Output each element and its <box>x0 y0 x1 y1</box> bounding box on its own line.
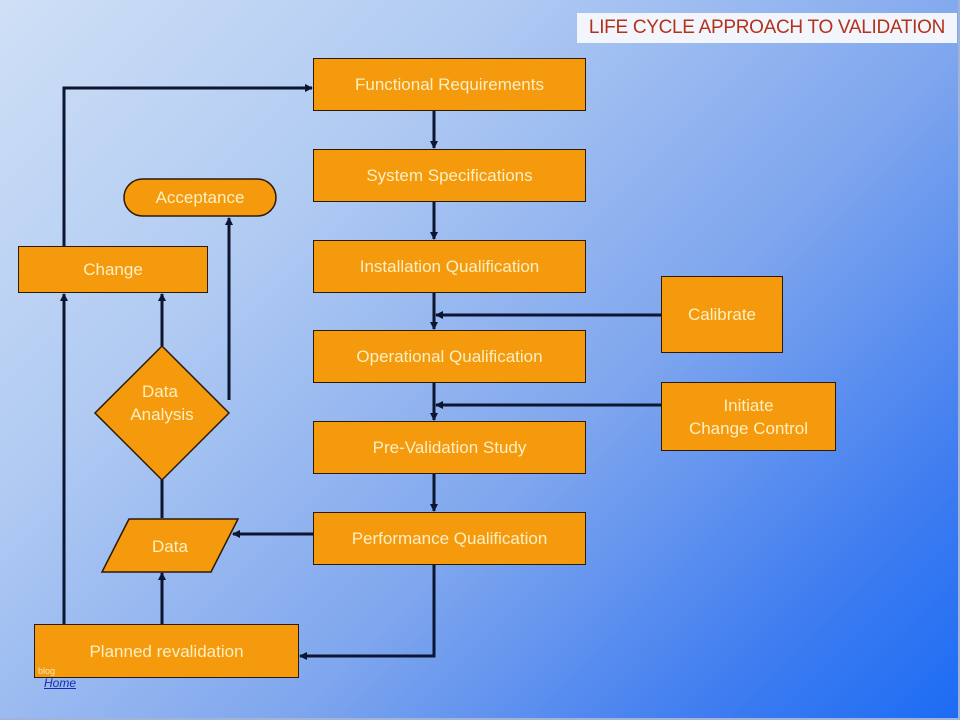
step-label: Installation Qualification <box>359 257 540 276</box>
step-label: Performance Qualification <box>351 529 548 548</box>
change-label: Change <box>83 260 143 279</box>
step-pre-validation-study: Pre-Validation Study <box>313 421 586 474</box>
step-label: Pre-Validation Study <box>372 438 527 457</box>
acceptance-label: Acceptance <box>155 188 245 207</box>
arrow-pq-to-revalidation <box>299 564 436 660</box>
step-label: Functional Requirements <box>355 75 544 94</box>
tiny-overlay-text: blog <box>38 666 56 676</box>
step-performance-qualification: Performance Qualification <box>313 512 586 565</box>
arrow-change-to-fr <box>62 84 313 246</box>
planned-revalidation-box: Planned revalidation <box>34 624 299 678</box>
data-analysis-label-1: Data <box>142 382 178 401</box>
slide-title: LIFE CYCLE APPROACH TO VALIDATION <box>577 13 957 43</box>
change-box: Change <box>18 246 208 293</box>
calibrate-label: Calibrate <box>687 305 757 324</box>
initiate-change-control-box: Initiate Change Control <box>661 382 836 451</box>
data-parallelogram <box>100 518 240 573</box>
calibrate-box: Calibrate <box>661 276 783 353</box>
planned-revalidation-label: Planned revalidation <box>89 641 244 661</box>
acceptance-terminator <box>123 178 277 217</box>
data-label: Data <box>152 537 188 556</box>
step-label: Operational Qualification <box>356 347 543 366</box>
home-link[interactable]: Home <box>44 676 77 690</box>
step-system-specifications: System Specifications <box>313 149 586 202</box>
change-control-line2: Change Control <box>688 418 809 438</box>
step-functional-requirements: Functional Requirements <box>313 58 586 111</box>
step-label: System Specifications <box>366 166 533 185</box>
step-installation-qualification: Installation Qualification <box>313 240 586 293</box>
step-operational-qualification: Operational Qualification <box>313 330 586 383</box>
change-control-line1: Initiate <box>723 395 774 415</box>
data-analysis-diamond <box>93 344 231 482</box>
data-analysis-label-2: Analysis <box>130 405 194 424</box>
